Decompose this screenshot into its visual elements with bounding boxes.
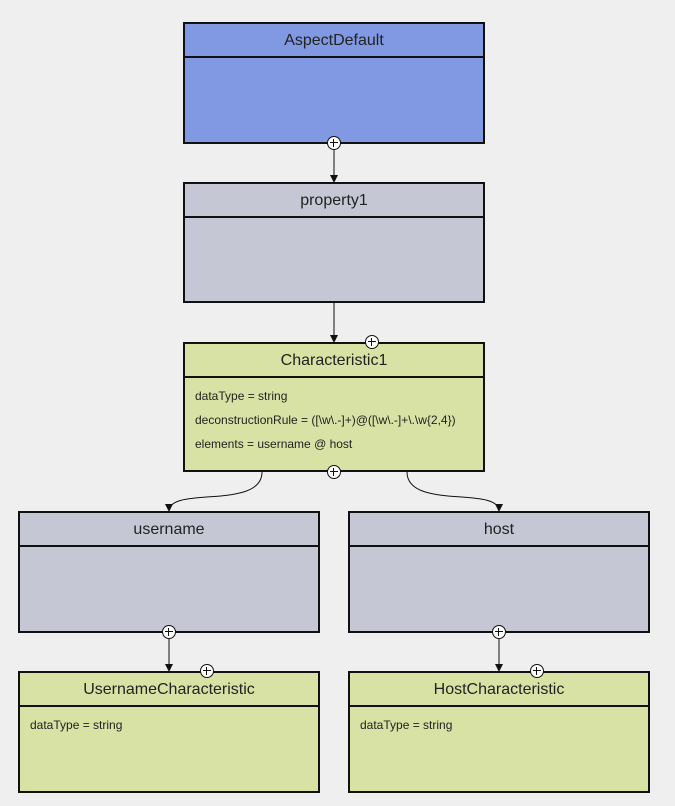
node-title: username [20, 513, 318, 547]
node-body: dataType = string [20, 707, 318, 737]
node-body [185, 58, 483, 64]
node-title: AspectDefault [185, 24, 483, 58]
expand-plus-icon[interactable] [530, 664, 544, 678]
expand-plus-icon[interactable] [200, 664, 214, 678]
node-body [20, 547, 318, 553]
property-datatype: dataType = string [195, 389, 288, 403]
property-deconstruction-rule: deconstructionRule = ([\w\.-]+)@([\w\.-]… [195, 413, 456, 427]
node-username[interactable]: username [18, 511, 320, 633]
node-body [350, 547, 648, 553]
property-datatype: dataType = string [30, 718, 123, 732]
property-elements: elements = username @ host [195, 437, 353, 451]
node-property1[interactable]: property1 [183, 182, 485, 303]
property-datatype: dataType = string [360, 718, 453, 732]
node-body: dataType = string deconstructionRule = (… [185, 378, 483, 456]
edge-characteristic1-username [165, 471, 263, 512]
node-host-characteristic[interactable]: HostCharacteristic dataType = string [348, 671, 650, 793]
edge-characteristic1-host [406, 471, 503, 512]
node-body [185, 218, 483, 224]
expand-plus-icon[interactable] [365, 335, 379, 349]
node-title: HostCharacteristic [350, 673, 648, 707]
node-aspect-default[interactable]: AspectDefault [183, 22, 485, 144]
node-host[interactable]: host [348, 511, 650, 633]
expand-plus-icon[interactable] [327, 465, 341, 479]
node-title: property1 [185, 184, 483, 218]
node-title: UsernameCharacteristic [20, 673, 318, 707]
node-body: dataType = string [350, 707, 648, 737]
expand-plus-icon[interactable] [327, 136, 341, 150]
node-characteristic1[interactable]: Characteristic1 dataType = string decons… [183, 342, 485, 472]
node-title: Characteristic1 [185, 344, 483, 378]
expand-plus-icon[interactable] [162, 625, 176, 639]
expand-plus-icon[interactable] [492, 625, 506, 639]
node-title: host [350, 513, 648, 547]
node-username-characteristic[interactable]: UsernameCharacteristic dataType = string [18, 671, 320, 793]
